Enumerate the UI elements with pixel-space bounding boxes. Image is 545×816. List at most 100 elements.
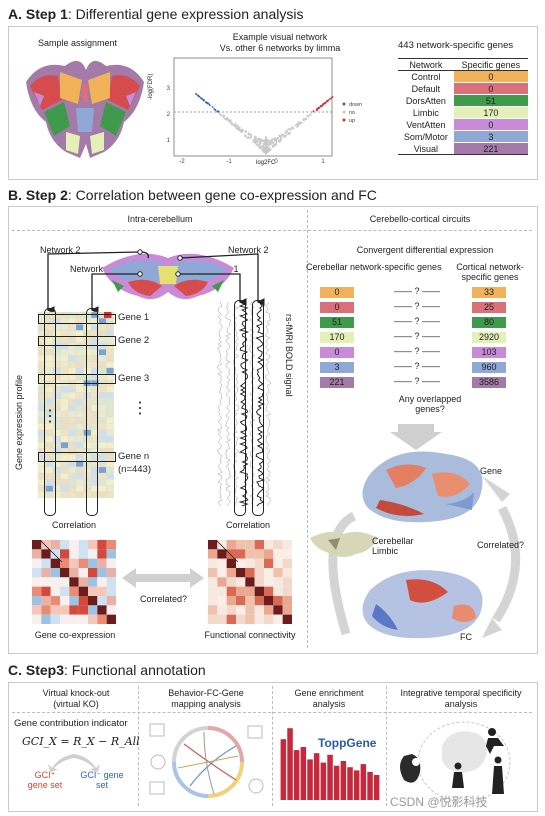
gene-cell (98, 442, 107, 449)
matrix-cell (106, 540, 116, 550)
matrix-cell (282, 558, 292, 568)
volcano-point (303, 117, 306, 120)
volcano-point (260, 138, 262, 141)
gene-cell (91, 448, 99, 455)
bold-trace (217, 301, 223, 507)
volcano-point (267, 148, 269, 151)
gene-cell (91, 454, 99, 461)
gene-cell (83, 361, 92, 368)
gene-cell (37, 473, 46, 480)
matrix-cell (217, 577, 227, 587)
gene-cell (53, 411, 61, 418)
volcano-point (254, 142, 257, 144)
matrix-cell (106, 558, 116, 568)
gene-cell (53, 398, 61, 405)
volcano-point (207, 102, 209, 105)
matrix-cell (273, 577, 283, 587)
matrix-cell (78, 549, 88, 559)
matrix-cell (236, 558, 246, 568)
gene-cell (37, 479, 46, 486)
network1-gene-column (86, 308, 98, 516)
enrichment-bar (367, 771, 373, 800)
legend-label: down (349, 102, 362, 108)
gene-cell (98, 355, 107, 362)
matrix-cell (60, 577, 70, 587)
volcano-point (283, 135, 286, 138)
gene-cell (83, 491, 92, 498)
overlap-question: Any overlapped genes? (398, 394, 462, 414)
gene-cell (98, 417, 107, 424)
gene-cell (37, 342, 46, 350)
volcano-point (328, 98, 331, 100)
matrix-cell (217, 558, 227, 568)
volcano-point (259, 142, 262, 144)
volcano-point (211, 106, 214, 108)
volcano-point (254, 136, 257, 139)
gene-cell (37, 429, 46, 436)
gene-cell (91, 318, 99, 325)
matrix-cell (97, 596, 107, 606)
gene-cell (45, 435, 54, 443)
gene1-label: Gene 1 (118, 312, 150, 323)
gene-cell (106, 429, 114, 436)
behavior-fc-gene-title: Behavior-FC-Gene mapping analysis (168, 688, 244, 709)
enrichment-bar (347, 767, 353, 800)
gene-expression-profile-label: Gene expression profile (14, 374, 24, 470)
correlated-double-arrow (122, 568, 204, 588)
convergence-question: —— ? —— (394, 346, 441, 356)
matrix-cell (97, 614, 107, 624)
matrix-cell (50, 540, 60, 550)
matrix-cell (88, 586, 98, 596)
gene-cell (60, 361, 69, 368)
matrix-cell (78, 558, 88, 568)
gene-cell (68, 349, 76, 356)
gene-cell (37, 411, 46, 418)
volcano-point (217, 110, 220, 113)
gene-cell (75, 491, 84, 498)
bold-trace (238, 301, 250, 507)
matrix-cell (32, 596, 42, 606)
matrix-cell (208, 577, 218, 587)
gene-cell (53, 485, 61, 492)
gene-cell (37, 491, 46, 498)
volcano-point (244, 130, 247, 133)
gene-cell (60, 473, 69, 480)
matrix-cell (273, 568, 283, 578)
gene-cell (37, 349, 46, 356)
network1-left-label: Network 1 (70, 264, 111, 274)
volcano-point (310, 112, 313, 114)
gene-cell (45, 324, 54, 331)
matrix-cell (50, 596, 60, 606)
gene-cell (98, 342, 107, 350)
gene-cell (45, 392, 54, 399)
enrichment-bar (280, 739, 287, 800)
bold-trace (265, 301, 271, 507)
gene-cell (75, 311, 84, 319)
matrix-cell (78, 605, 88, 615)
matrix-cell (254, 605, 264, 615)
network-arrows (46, 249, 265, 314)
gene-cell (91, 355, 99, 362)
gene-cell (98, 454, 107, 461)
gene-cell (68, 423, 76, 430)
gene-cell (83, 342, 92, 350)
matrix-cell (245, 614, 255, 624)
ellipsis-2: ⋮ (42, 408, 58, 425)
gene-cell (53, 404, 61, 412)
volcano-point (272, 146, 274, 148)
volcano-point (258, 139, 261, 142)
volcano-point (271, 140, 274, 143)
volcano-point (256, 138, 258, 141)
volcano-point (287, 132, 290, 134)
gene-cell (98, 349, 107, 356)
volcano-point (269, 149, 272, 151)
matrix-cell (50, 558, 60, 568)
cortical-gene-count: 33 (472, 287, 506, 298)
matrix-cell (88, 540, 98, 550)
gene-cell (68, 318, 76, 325)
volcano-point (315, 109, 318, 111)
matrix-cell (273, 586, 283, 596)
gene-cell (60, 386, 69, 393)
cerebellar-gene-count: 170 (320, 332, 354, 343)
